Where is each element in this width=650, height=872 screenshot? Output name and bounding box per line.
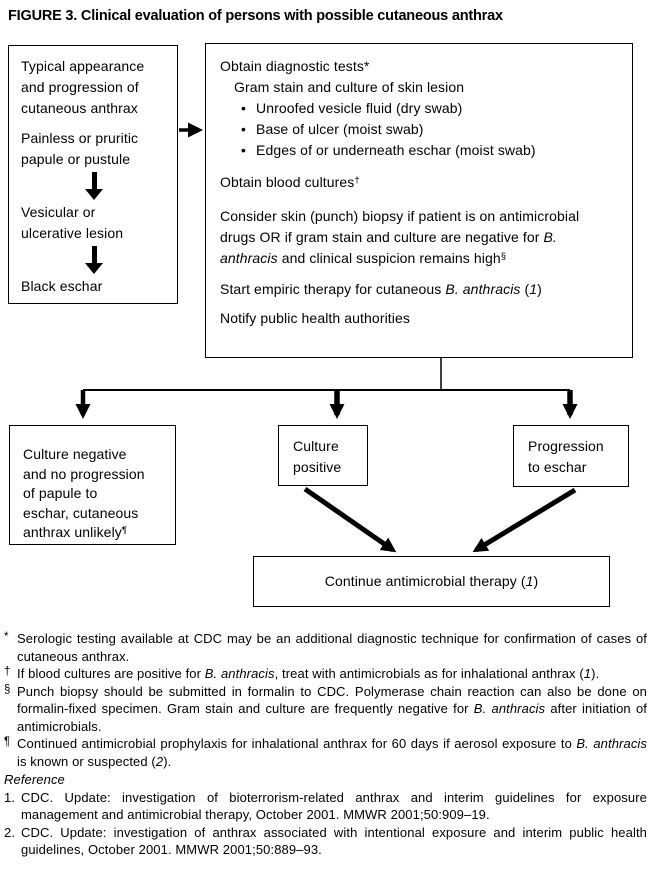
bullet-icon: • bbox=[241, 142, 247, 158]
footnotes-section: * Serologic testing available at CDC may … bbox=[4, 630, 647, 859]
biopsy-paragraph: Consider skin (punch) biopsy if patient … bbox=[220, 208, 580, 266]
gram-stain-line: Gram stain and culture of skin lesion bbox=[234, 79, 465, 95]
footnote-text: Continued antimicrobial prophylaxis for … bbox=[17, 736, 648, 769]
footnote-marker: § bbox=[4, 683, 11, 696]
progression-heading: Typical appearance and progression of cu… bbox=[21, 58, 145, 116]
progression-to-eschar-box: Progression to eschar bbox=[513, 425, 629, 487]
progression-box: Typical appearance and progression of cu… bbox=[8, 45, 178, 304]
reference-text: CDC. Update: investigation of anthrax as… bbox=[21, 824, 647, 858]
footnote-text: If blood cultures are positive for B. an… bbox=[17, 666, 600, 681]
down-arrow-icon bbox=[21, 246, 157, 274]
obtain-tests-line: Obtain diagnostic tests* bbox=[220, 58, 370, 74]
bullet-item: • Base of ulcer (moist swab) bbox=[220, 119, 582, 140]
reference-number: 1. bbox=[4, 789, 16, 805]
bullet-text: Base of ulcer (moist swab) bbox=[256, 121, 424, 137]
reference-item: 1. CDC. Update: investigation of bioterro… bbox=[4, 789, 647, 824]
connector-tree bbox=[83, 358, 570, 391]
continue-therapy-text: Continue antimicrobial therapy (1) bbox=[324, 573, 539, 589]
reference-heading: Reference bbox=[4, 772, 65, 787]
footnote: † If blood cultures are positive for B. a… bbox=[4, 665, 647, 683]
footnote-marker: ¶ bbox=[4, 736, 11, 748]
culture-negative-text: Culture negative and no progression of p… bbox=[23, 446, 145, 540]
reference-number: 2. bbox=[4, 824, 16, 840]
progression-stage-vesicle: Vesicular or ulcerative lesion bbox=[21, 204, 124, 241]
figure-title: FIGURE 3. Clinical evaluation of persons… bbox=[8, 8, 503, 24]
reference-text: CDC. Update: investigation of bioterrori… bbox=[21, 789, 647, 823]
footnote-marker: † bbox=[4, 666, 11, 678]
arrow-eschar-to-continue bbox=[472, 487, 577, 553]
bullet-text: Edges of or underneath eschar (moist swa… bbox=[256, 142, 536, 158]
bullet-item: • Unroofed vesicle fluid (dry swab) bbox=[220, 98, 582, 119]
bullet-text: Unroofed vesicle fluid (dry swab) bbox=[256, 100, 463, 116]
footnote-marker: * bbox=[4, 631, 9, 643]
continue-therapy-box: Continue antimicrobial therapy (1) bbox=[253, 556, 610, 607]
blood-cultures-line: Obtain blood cultures† bbox=[220, 174, 360, 190]
progression-to-eschar-text: Progression to eschar bbox=[528, 438, 604, 475]
footnote-text: Serologic testing available at CDC may b… bbox=[17, 631, 647, 664]
bullet-item: • Edges of or underneath eschar (moist sw… bbox=[220, 140, 582, 161]
progression-stage-papule: Painless or pruritic papule or pustule bbox=[21, 130, 139, 167]
reference-item: 2. CDC. Update: investigation of anthrax … bbox=[4, 824, 647, 859]
empiric-therapy-line: Start empiric therapy for cutaneous B. a… bbox=[220, 281, 542, 297]
culture-positive-text: Culture positive bbox=[293, 438, 342, 475]
down-arrow-icon bbox=[21, 172, 157, 200]
diagnostic-box: Obtain diagnostic tests* Gram stain and … bbox=[205, 43, 633, 358]
footnote: § Punch biopsy should be submitted in for… bbox=[4, 683, 647, 736]
bullet-icon: • bbox=[241, 121, 247, 137]
arrow-culture-positive-to-continue bbox=[303, 486, 397, 553]
notify-authorities-line: Notify public health authorities bbox=[220, 310, 410, 326]
culture-negative-box: Culture negative and no progression of p… bbox=[9, 425, 176, 545]
footnote-text: Punch biopsy should be submitted in form… bbox=[17, 683, 648, 734]
progression-stage-eschar: Black eschar bbox=[21, 278, 103, 294]
footnote: ¶ Continued antimicrobial prophylaxis for… bbox=[4, 735, 647, 770]
bullet-icon: • bbox=[241, 100, 247, 116]
culture-positive-box: Culture positive bbox=[278, 425, 368, 486]
footnote: * Serologic testing available at CDC may … bbox=[4, 630, 647, 665]
